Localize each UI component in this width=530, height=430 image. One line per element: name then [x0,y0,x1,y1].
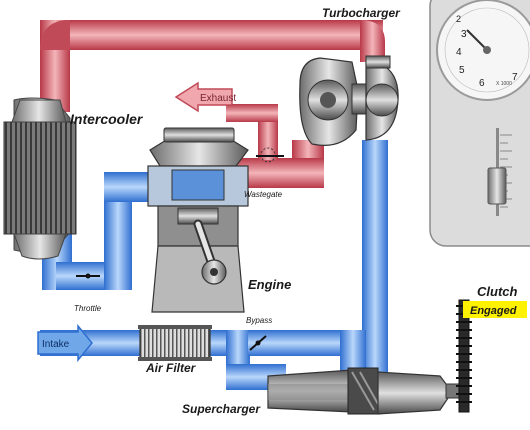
wastegate-valve [256,147,284,163]
engine [147,127,249,313]
clutch-label: Clutch [477,284,518,299]
air-filter [138,325,212,361]
exhaust-arrow: Exhaust [174,81,236,113]
dashboard-panel: 2 3 4 5 6 7 X 1000 [429,0,530,247]
supercharger-label: Supercharger [182,402,261,416]
intercooler-label: Intercooler [70,111,144,127]
gauge-tick-label: 3 [461,29,467,40]
hot-air-piping [40,20,385,188]
bypass-label: Bypass [246,316,272,325]
throttle-valve [76,273,100,279]
air-filter-label: Air Filter [145,361,197,375]
intake-arrow: Intake [37,323,93,363]
gauge-tick-label: 2 [456,14,461,24]
exhaust-label: Exhaust [200,93,236,104]
engine-label: Engine [248,277,291,292]
intercooler [3,97,77,260]
gauge-tick-label: 4 [456,47,462,58]
supercharger [267,367,463,415]
turbocharger-label: Turbocharger [322,6,401,20]
turbocharger [299,55,399,146]
gauge-tick-label: 6 [479,78,485,89]
gauge-needle [466,29,488,51]
gauge-tick-label: 7 [512,72,518,83]
gauge-hub [483,46,491,54]
gauge-tick-label: 5 [459,65,465,76]
throttle-label: Throttle [74,304,102,313]
gauge-unit: X 1000 [496,81,512,87]
clutch-state-badge: Engaged [463,301,527,318]
bypass-valve [249,335,267,351]
throttle-slider-knob[interactable] [487,167,507,205]
intake-label: Intake [42,339,70,350]
wastegate-label: Wastegate [244,190,283,199]
clutch-state-text: Engaged [470,305,517,317]
